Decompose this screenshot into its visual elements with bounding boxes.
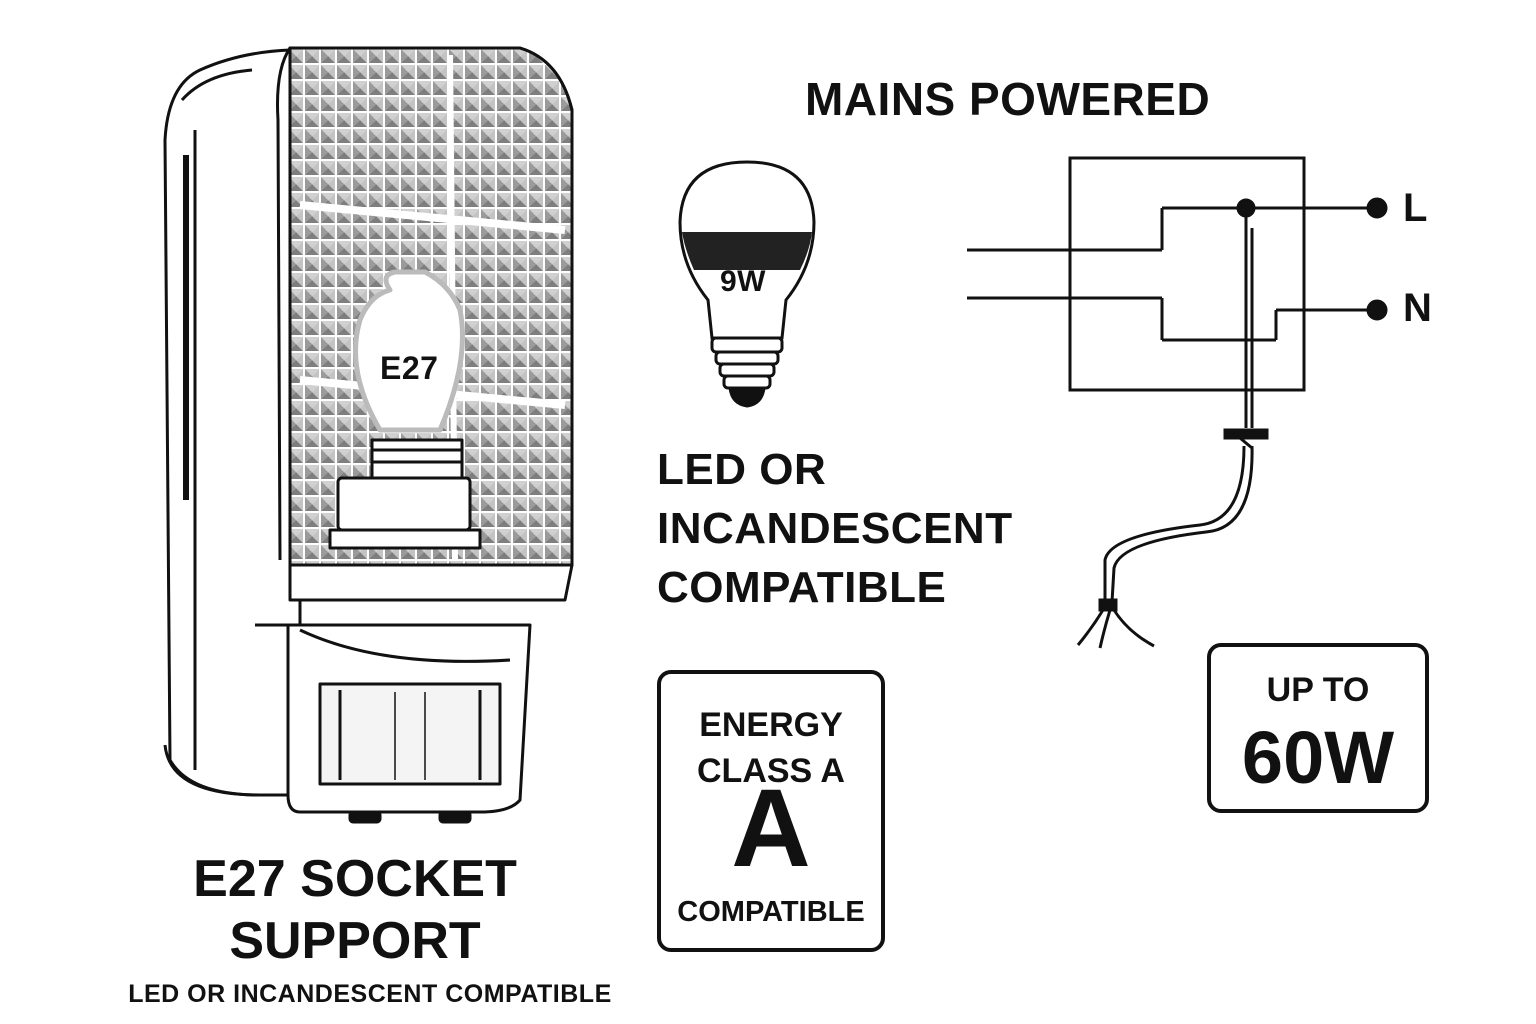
compat-line: COMPATIBLE [657,563,947,612]
socket-title-line: SUPPORT [229,912,481,970]
max-wattage-badge: UP TO 60W [1207,643,1429,813]
energy-class-badge: ENERGY CLASS A A COMPATIBLE [657,670,885,952]
compat-line: INCANDESCENT [657,504,1013,553]
mains-powered-title: MAINS POWERED [805,73,1211,125]
energy-badge-line: ENERGY [699,706,843,744]
wattage-badge-top: UP TO [1266,671,1370,709]
socket-subtitle: LED OR INCANDESCENT COMPATIBLE [128,980,612,1008]
wiring-diagram-icon [967,156,1388,450]
socket-title-line: E27 SOCKET [193,850,517,908]
socket-support-title: E27 SOCKET SUPPORT [90,848,620,972]
cable-icon [1076,445,1254,649]
energy-badge-line: CLASS A [697,752,845,790]
energy-class-letter: A [731,767,811,890]
compat-line: LED OR [657,445,827,494]
compatibility-text: LED OR INCANDESCENT COMPATIBLE [657,440,1013,617]
live-terminal-label: L [1403,186,1428,230]
led-bulb-icon [678,160,816,408]
outdoor-wall-light-icon [163,46,574,824]
bulb-wattage-label: 9W [720,265,766,298]
energy-badge-heading: ENERGY CLASS A [661,702,881,794]
neutral-terminal-label: N [1403,286,1432,330]
lamp-socket-label: E27 [380,350,439,386]
wattage-badge-value: 60W [1241,716,1395,799]
energy-badge-footer: COMPATIBLE [677,896,865,928]
